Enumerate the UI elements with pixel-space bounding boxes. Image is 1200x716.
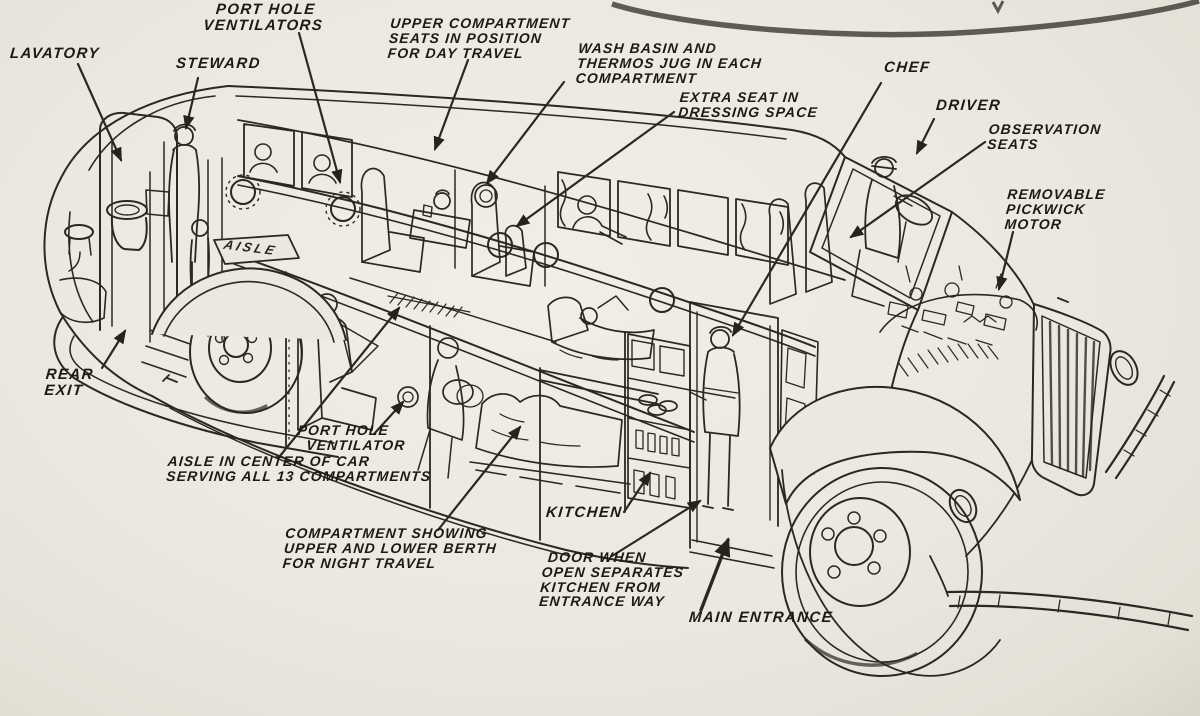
leader-upper-compartment: [433, 58, 470, 152]
label-door-when-open: DOOR WHEN OPEN SEPARATES KITCHEN FROM EN…: [538, 549, 685, 610]
driver-figure: [851, 155, 934, 307]
body-skirt: [151, 395, 689, 569]
label-porthole-ventilators: PORT HOLE VENTILATORS: [202, 1, 324, 34]
headlight: [948, 350, 1139, 524]
leader-lines: [76, 31, 1015, 612]
front-bumper: [929, 374, 1194, 632]
leader-main-entrance: [699, 537, 731, 612]
leader-wash-basin: [485, 80, 566, 185]
leader-lavatory: [76, 62, 123, 162]
leader-chef: [731, 81, 883, 337]
leader-porthole-ventilators: [297, 31, 343, 185]
leader-observation: [849, 140, 987, 239]
wash-stand: [64, 224, 94, 272]
label-compartment-berth: COMPARTMENT SHOWING UPPER AND LOWER BERT…: [282, 525, 498, 571]
rear-dome: [43, 85, 339, 458]
leader-door: [610, 499, 702, 558]
rear-fender: [151, 267, 347, 343]
label-porthole-ventilator: PORT HOLE VENTILATOR: [295, 422, 407, 453]
steward-figure: [168, 123, 210, 299]
leader-kitchen: [622, 471, 652, 514]
leader-rear-exit: [100, 329, 127, 370]
label-aisle: AISLE IN CENTER OF CAR SERVING ALL 13 CO…: [165, 453, 432, 484]
front-fender: [769, 385, 1021, 677]
observation-seat-backs: [768, 182, 833, 305]
leader-driver: [915, 117, 936, 155]
reclined-passenger: [417, 337, 465, 479]
toilet: [106, 189, 170, 251]
leader-porthole-ventilator: [372, 400, 405, 436]
label-main-entrance: MAIN ENTRANCE: [688, 609, 834, 626]
leader-extra-seat: [515, 110, 676, 228]
aisle-floor-sign: [213, 234, 300, 265]
driver-cab: [768, 155, 953, 311]
engine-compartment: [879, 211, 1038, 427]
label-observation-seats: OBSERVATION SEATS: [986, 121, 1103, 152]
label-rear-exit: REAR EXIT: [43, 366, 95, 399]
label-wash-basin: WASH BASIN AND THERMOS JUG IN EACH COMPA…: [575, 40, 763, 86]
front-wheel: [781, 467, 983, 677]
leader-removable-motor: [996, 230, 1015, 292]
cropped-headline-curve: [611, 0, 1200, 38]
leader-steward: [183, 76, 200, 131]
label-extra-seat: EXTRA SEAT IN DRESSING SPACE: [677, 89, 819, 120]
lower-berth: [442, 379, 631, 494]
label-driver: DRIVER: [935, 97, 1002, 114]
label-upper-compartment: UPPER COMPARTMENT SEATS IN POSITION FOR …: [387, 15, 572, 61]
label-steward: STEWARD: [175, 55, 262, 72]
radiator-grille: [929, 297, 1194, 632]
label-removable-motor: REMOVABLE PICKWICK MOTOR: [1004, 186, 1107, 232]
label-chef: CHEF: [883, 59, 932, 76]
upper-deck-interior: [349, 167, 557, 343]
leader-aisle: [278, 306, 401, 458]
label-kitchen: KITCHEN: [545, 504, 624, 521]
label-lavatory: LAVATORY: [9, 45, 101, 62]
kitchen-unit: [627, 333, 691, 509]
leader-compartment: [436, 425, 522, 532]
